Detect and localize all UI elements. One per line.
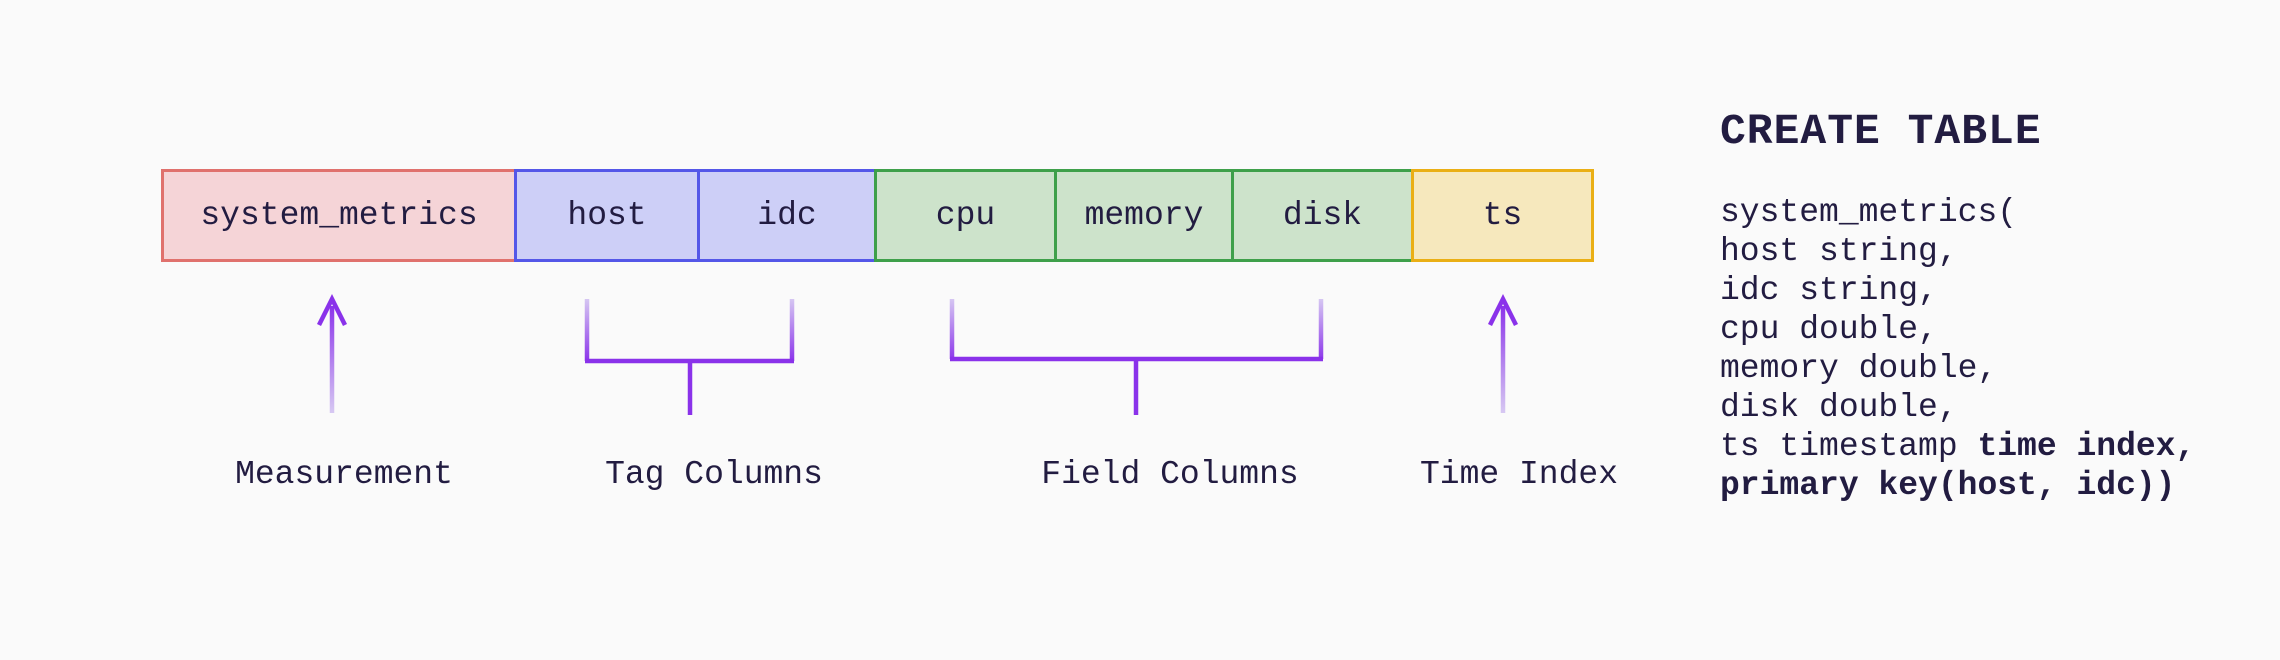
sql-line: host string, bbox=[1720, 232, 2195, 271]
cell-field-memory: memory bbox=[1054, 169, 1234, 262]
field-columns-bracket-icon bbox=[949, 299, 1324, 415]
label-field-columns: Field Columns bbox=[1041, 456, 1299, 493]
sql-text: disk double, bbox=[1720, 389, 1958, 426]
cell-measurement: system_metrics bbox=[161, 169, 517, 262]
sql-text: memory double, bbox=[1720, 350, 1998, 387]
label-measurement: Measurement bbox=[235, 456, 453, 493]
sql-line: primary key(host, idc)) bbox=[1720, 466, 2195, 505]
cell-field-cpu: cpu bbox=[874, 169, 1057, 262]
tag-columns-bracket-icon bbox=[584, 299, 795, 415]
cell-tag-idc: idc bbox=[697, 169, 877, 262]
sql-text: cpu double, bbox=[1720, 311, 1938, 348]
cell-tag-host: host bbox=[514, 169, 700, 262]
cell-field-disk: disk bbox=[1231, 169, 1414, 262]
sql-snippet: CREATE TABLE system_metrics( host string… bbox=[1720, 110, 2195, 505]
time-index-arrow-icon bbox=[1487, 293, 1519, 413]
table-row: system_metrics host idc cpu memory disk … bbox=[161, 169, 1594, 262]
sql-line: disk double, bbox=[1720, 388, 2195, 427]
sql-body: system_metrics( host string, idc string,… bbox=[1720, 193, 2195, 505]
sql-text-bold: time index, bbox=[1977, 428, 2196, 465]
cell-time-index: ts bbox=[1411, 169, 1594, 262]
sql-text: system_metrics( bbox=[1720, 194, 2018, 231]
label-tag-columns: Tag Columns bbox=[605, 456, 823, 493]
sql-line: idc string, bbox=[1720, 271, 2195, 310]
label-time-index: Time Index bbox=[1419, 456, 1619, 493]
sql-heading: CREATE TABLE bbox=[1720, 107, 2042, 156]
sql-line: memory double, bbox=[1720, 349, 2195, 388]
sql-text: idc string, bbox=[1720, 272, 1938, 309]
sql-line: ts timestamp time index, bbox=[1720, 427, 2195, 466]
sql-text: host string, bbox=[1720, 233, 1958, 270]
sql-text: ts timestamp bbox=[1720, 428, 1978, 465]
sql-line: cpu double, bbox=[1720, 310, 2195, 349]
sql-line: system_metrics( bbox=[1720, 193, 2195, 232]
measurement-arrow-icon bbox=[316, 293, 348, 413]
sql-text-bold: primary key(host, idc)) bbox=[1720, 467, 2176, 504]
